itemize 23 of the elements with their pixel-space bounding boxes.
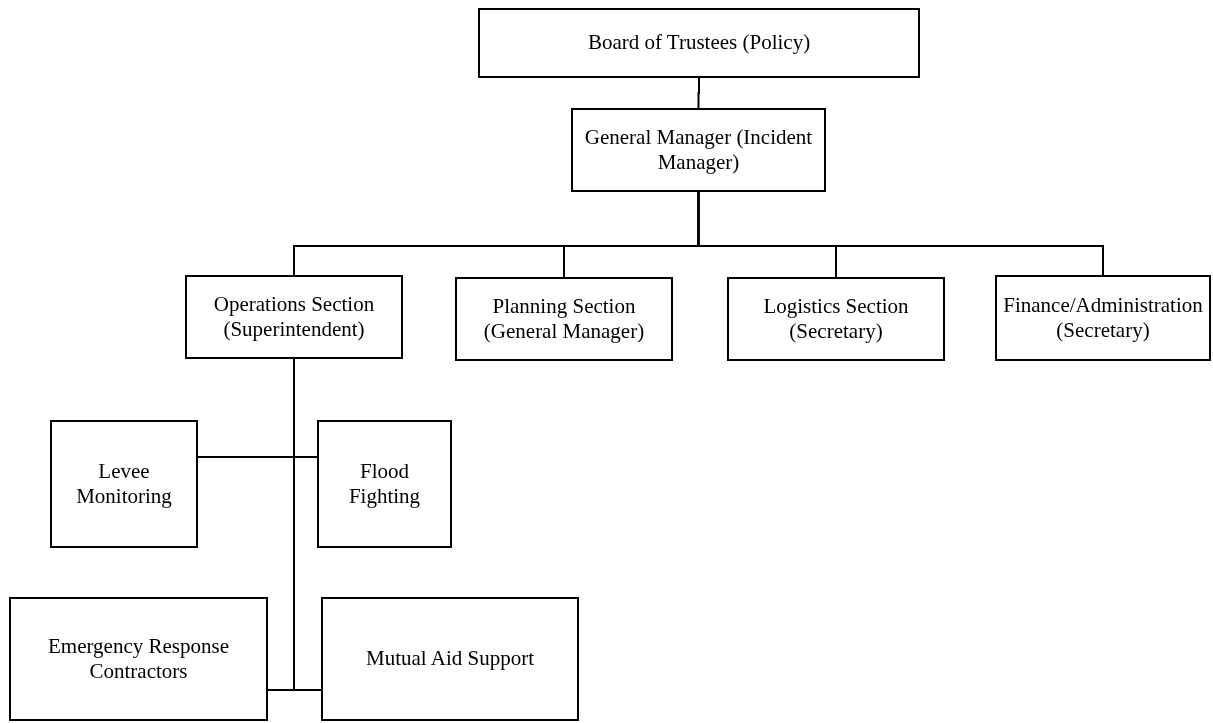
org-box <box>455 277 673 361</box>
box-label: Flood Fighting <box>347 458 422 510</box>
box-label: Logistics Section (Secretary) <box>762 293 910 345</box>
box-label: Planning Section (General Manager) <box>482 293 646 345</box>
org-box <box>185 275 403 359</box>
box-label: Levee Monitoring <box>75 458 173 510</box>
org-box <box>571 108 826 192</box>
org-box <box>727 277 945 361</box>
org-box <box>317 420 452 548</box>
org-box <box>321 597 579 721</box>
connector-line <box>697 191 1104 276</box>
org-box <box>9 597 268 721</box>
box-label: Board of Trustees (Policy) <box>587 30 811 56</box>
connector-line <box>697 77 700 109</box>
box-label: Finance/Administration (Secretary) <box>1002 292 1204 344</box>
org-box <box>50 420 198 548</box>
org-box <box>478 8 920 78</box>
box-label: Operations Section (Superintendent) <box>212 291 376 343</box>
box-label: Emergency Response Contractors <box>47 633 230 685</box>
connector-line <box>293 358 322 691</box>
org-box <box>995 275 1211 361</box>
box-label: Mutual Aid Support <box>366 646 534 672</box>
box-label: General Manager (Incident Manager) <box>583 124 814 176</box>
